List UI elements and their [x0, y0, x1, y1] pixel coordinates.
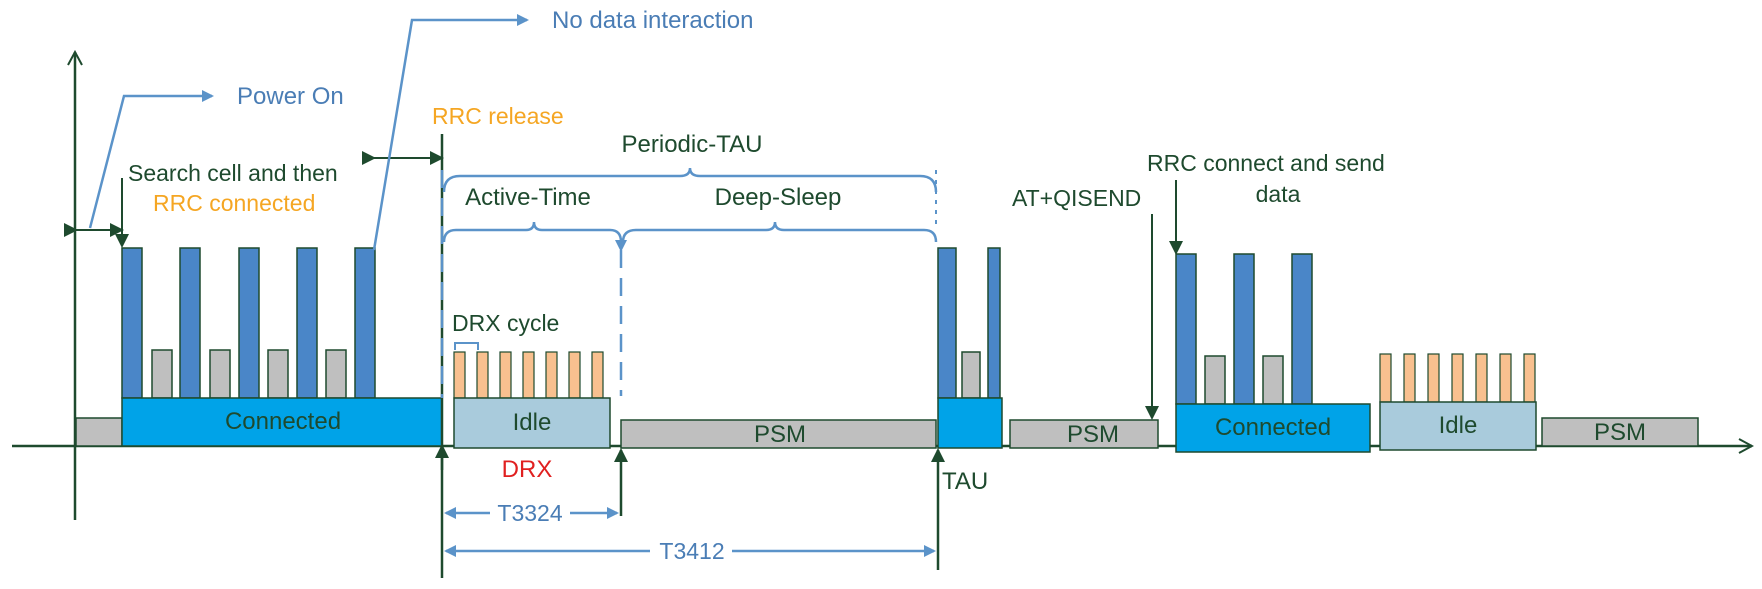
drx-bar [1523, 353, 1536, 403]
short-bar [267, 349, 289, 399]
tau-short-bar [961, 351, 981, 399]
short-bar [1204, 355, 1226, 405]
short-bar [1262, 355, 1284, 405]
drx-label: DRX [502, 456, 553, 483]
drx-bar [591, 351, 604, 399]
power-on-segment [75, 417, 123, 447]
connected-box-2 [1175, 403, 1371, 453]
tall-bar [354, 247, 376, 399]
drx-bars-1 [453, 351, 604, 399]
drx-bar [499, 351, 512, 399]
drx-cycle-marker [454, 342, 479, 350]
psm-box-3 [1541, 417, 1699, 447]
psm-label-2: PSM [1067, 421, 1119, 448]
rrc-release-label: RRC release [432, 103, 564, 129]
search-cell-label-1: Search cell and then [128, 160, 338, 186]
drx-bar [476, 351, 489, 399]
deep-sleep-brace [621, 221, 938, 243]
drx-bars-2 [1379, 353, 1536, 403]
drx-bar [1427, 353, 1440, 403]
tall-bar [238, 247, 260, 399]
drx-bar [1379, 353, 1392, 403]
active-time-label: Active-Time [465, 184, 591, 211]
tall-bar [296, 247, 318, 399]
tall-bar [179, 247, 201, 399]
drx-cycle-label: DRX cycle [452, 310, 559, 336]
psm-label-1: PSM [754, 421, 806, 448]
tall-bar [1291, 253, 1313, 405]
tall-bar [1175, 253, 1197, 405]
drx-bar [1499, 353, 1512, 403]
connected-bars-1 [121, 247, 376, 399]
power-on-leader [88, 90, 214, 229]
no-data-leader [372, 14, 529, 251]
connected-box-1 [121, 397, 443, 447]
t3412-label: T3412 [659, 538, 724, 564]
drx-bar [1403, 353, 1416, 403]
active-time-brace [442, 221, 623, 243]
rrc-send-label-2: data [1256, 181, 1301, 207]
drx-bar [453, 351, 466, 399]
search-cell-label-2: RRC connected [153, 190, 315, 216]
idle-box-1 [453, 397, 611, 449]
connected-bars-2 [1175, 253, 1313, 405]
periodic-tau-label: Periodic-TAU [622, 131, 763, 158]
tau-label: TAU [942, 468, 988, 495]
idle-label-2: Idle [1439, 412, 1478, 439]
periodic-tau-brace [442, 167, 938, 193]
psm-box-2 [1009, 419, 1159, 449]
t3324-label: T3324 [497, 500, 562, 526]
idle-label-1: Idle [513, 409, 552, 436]
short-bar [151, 349, 173, 399]
drx-bar [522, 351, 535, 399]
connected-label-2: Connected [1215, 414, 1331, 441]
no-data-label: No data interaction [552, 7, 753, 34]
short-bar [325, 349, 347, 399]
tau-tall-bar [937, 247, 957, 399]
tau-box [937, 397, 1003, 449]
psm-label-3: PSM [1594, 419, 1646, 446]
drx-bar [1451, 353, 1464, 403]
tau-tall-bar [987, 247, 1001, 399]
deep-sleep-label: Deep-Sleep [715, 184, 842, 211]
power-on-label: Power On [237, 83, 344, 110]
drx-bar [1475, 353, 1488, 403]
connected-label-1: Connected [225, 408, 341, 435]
rrc-send-label-1: RRC connect and send [1147, 150, 1385, 176]
drx-bar [545, 351, 558, 399]
tall-bar [1233, 253, 1255, 405]
at-qisend-label: AT+QISEND [1012, 185, 1141, 211]
psm-box-1 [620, 419, 937, 449]
short-bar [209, 349, 231, 399]
idle-box-2 [1379, 401, 1537, 451]
drx-bar [568, 351, 581, 399]
tall-bar [121, 247, 143, 399]
